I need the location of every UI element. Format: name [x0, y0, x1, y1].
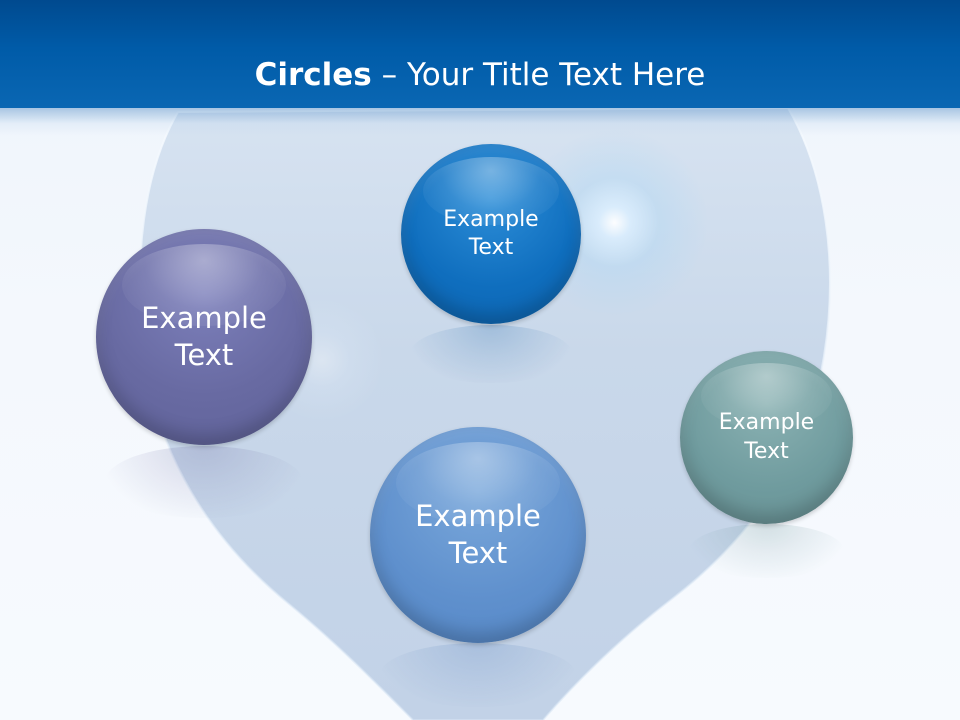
circle-right-label: Example Text [718, 410, 815, 464]
title-bar-fade [0, 108, 960, 136]
circle-left-label: Example Text [141, 300, 267, 372]
slide-title-rest: – Your Title Text Here [371, 57, 706, 93]
slide-title: Circles – Your Title Text Here [0, 56, 960, 94]
circle-bottom-label: Example Text [415, 498, 541, 570]
circle-right[interactable]: Example Text [680, 351, 853, 524]
circle-top-label: Example Text [443, 206, 539, 260]
circle-top[interactable]: Example Text [401, 144, 581, 324]
circle-left[interactable]: Example Text [96, 229, 312, 445]
circle-bottom[interactable]: Example Text [370, 427, 586, 643]
slide-title-strong: Circles [254, 57, 372, 93]
title-bar [0, 0, 960, 108]
